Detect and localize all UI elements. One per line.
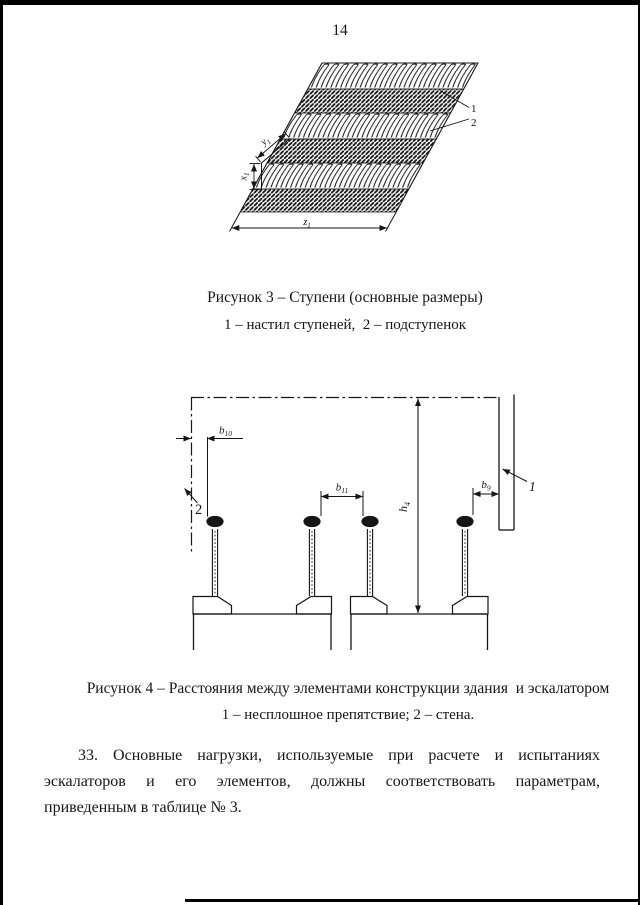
callout-2-wall: 2 <box>195 502 202 518</box>
deck-and-truss <box>192 613 489 650</box>
paragraph-33-line-2: эскалаторов и его элементов, должны соот… <box>44 773 600 790</box>
dim-label-y1: y1 <box>258 134 273 149</box>
figure-3-legend: 1 – настил ступеней, 2 – подступенок <box>223 317 467 333</box>
scan-border-top <box>0 0 640 5</box>
dimension-b11 <box>320 491 364 516</box>
dimension-b9 <box>472 488 499 515</box>
paragraph-33: 33. Основные нагрузки, используемые при … <box>44 743 600 821</box>
balustrade-bases <box>192 595 489 615</box>
dimension-b10 <box>176 435 243 517</box>
paragraph-33-line-3: приведенным в таблице № 3. <box>44 799 242 816</box>
tread-hatch-row-2 <box>266 138 437 164</box>
scan-border-left <box>0 0 3 905</box>
figure-3-steps-drawing: y1 x1 z1 1 2 <box>229 62 479 232</box>
callout-2-riser: 2 <box>471 117 477 129</box>
obstruction <box>498 394 515 531</box>
dim-label-b11: b11 <box>336 482 348 496</box>
tread-hatch-row-3 <box>239 188 410 213</box>
figure-4-clearances-drawing: h4 b10 b11 b9 2 1 <box>176 394 536 650</box>
riser-fins-row-2 <box>279 112 452 140</box>
page-number: 14 <box>332 22 348 39</box>
callout-1-leader <box>502 468 528 482</box>
handrails <box>206 515 474 528</box>
building-lines <box>190 396 500 553</box>
figure-4-legend: 1 – несплошное препятствие; 2 – стена. <box>221 707 475 723</box>
figure-3-caption: Рисунок 3 – Ступени (основные размеры) <box>207 289 483 306</box>
riser-fins-row-1 <box>307 62 479 90</box>
scan-border-bottom <box>185 898 640 902</box>
dim-label-b10: b10 <box>219 425 232 439</box>
callout-1-tread: 1 <box>471 103 477 115</box>
paragraph-33-line-1: 33. Основные нагрузки, используемые при … <box>78 747 600 764</box>
dim-label-b9: b9 <box>481 479 491 493</box>
dim-label-z1: z1 <box>302 217 311 230</box>
dimension-y1 <box>255 131 290 163</box>
right-edge-line <box>385 62 479 232</box>
step-rows <box>239 62 479 213</box>
riser-fins-row-3 <box>252 162 424 190</box>
callout-2-leader <box>184 488 198 504</box>
dim-label-x1: x1 <box>239 173 252 182</box>
callout-leaders <box>429 90 470 132</box>
callout-1-obstruction: 1 <box>529 479 536 494</box>
dim-label-h4: h4 <box>396 502 412 512</box>
scan-border-right <box>637 0 640 905</box>
dimension-x1 <box>249 163 261 190</box>
figure-4-caption: Рисунок 4 – Расстояния между элементами … <box>86 680 610 697</box>
balustrades <box>206 515 474 596</box>
tread-hatch-row-1 <box>293 88 465 114</box>
